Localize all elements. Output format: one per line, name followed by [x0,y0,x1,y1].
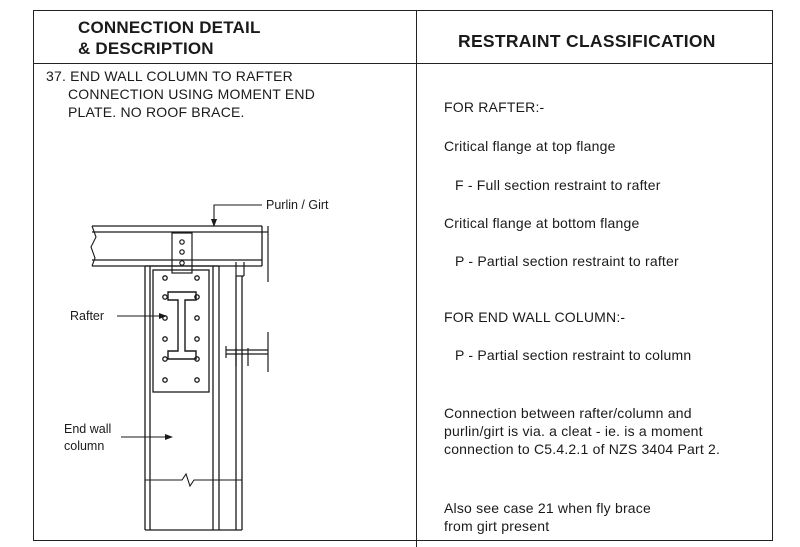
also-line2: from girt present [444,518,550,534]
girt-cleat [225,332,269,372]
label-column-line1: End wall [64,422,112,436]
end-plate [152,269,210,393]
column-divider [416,10,417,547]
purlin-cleat [235,226,269,282]
end-wall-column-heading: FOR END WALL COLUMN:- [444,309,626,325]
header-connection-detail: CONNECTION DETAIL & DESCRIPTION [78,17,261,59]
header-left-line2: & DESCRIPTION [78,39,214,58]
end-wall-column [144,265,243,531]
header-restraint-classification: RESTRAINT CLASSIFICATION [458,31,716,51]
also-line1: Also see case 21 when fly brace [444,500,651,516]
connection-line1: 37. END WALL COLUMN TO RAFTER [46,68,293,84]
label-purlin-girt: Purlin / Girt [266,198,329,212]
rafter-beam [90,225,263,267]
top-plate [171,232,193,274]
table-frame [33,10,773,540]
critical-bottom-flange: Critical flange at bottom flange [444,215,640,231]
full-restraint-rafter: F - Full section restraint to rafter [455,177,661,193]
leader-lines [117,204,262,440]
note-line1: Connection between rafter/column and [444,405,692,421]
rafter-heading: FOR RAFTER:- [444,99,545,115]
bottom-divider [33,540,773,541]
connection-line2: CONNECTION USING MOMENT END [68,86,316,102]
connection-description: 37. END WALL COLUMN TO RAFTER CONNECTION… [46,67,315,121]
column-break-mark [145,472,242,488]
critical-top-flange: Critical flange at top flange [444,138,616,154]
partial-restraint-rafter: P - Partial section restraint to rafter [455,253,679,269]
header-divider [33,63,773,64]
label-rafter: Rafter [70,309,105,323]
connection-line3: PLATE. NO ROOF BRACE. [68,104,245,120]
partial-restraint-column: P - Partial section restraint to column [455,347,692,363]
purlin-arrow [211,204,262,227]
note-line2: purlin/girt is via. a cleat - ie. is a m… [444,423,703,439]
rafter-i-section [167,291,197,360]
label-end-wall-column: End wall column [64,421,111,455]
label-column-line2: column [64,439,105,453]
also-see-note: Also see case 21 when fly brace from gir… [444,499,651,535]
connection-note: Connection between rafter/column and pur… [444,404,720,458]
note-line3: connection to C5.4.2.1 of NZS 3404 Part … [444,441,721,457]
header-left-line1: CONNECTION DETAIL [78,18,261,37]
